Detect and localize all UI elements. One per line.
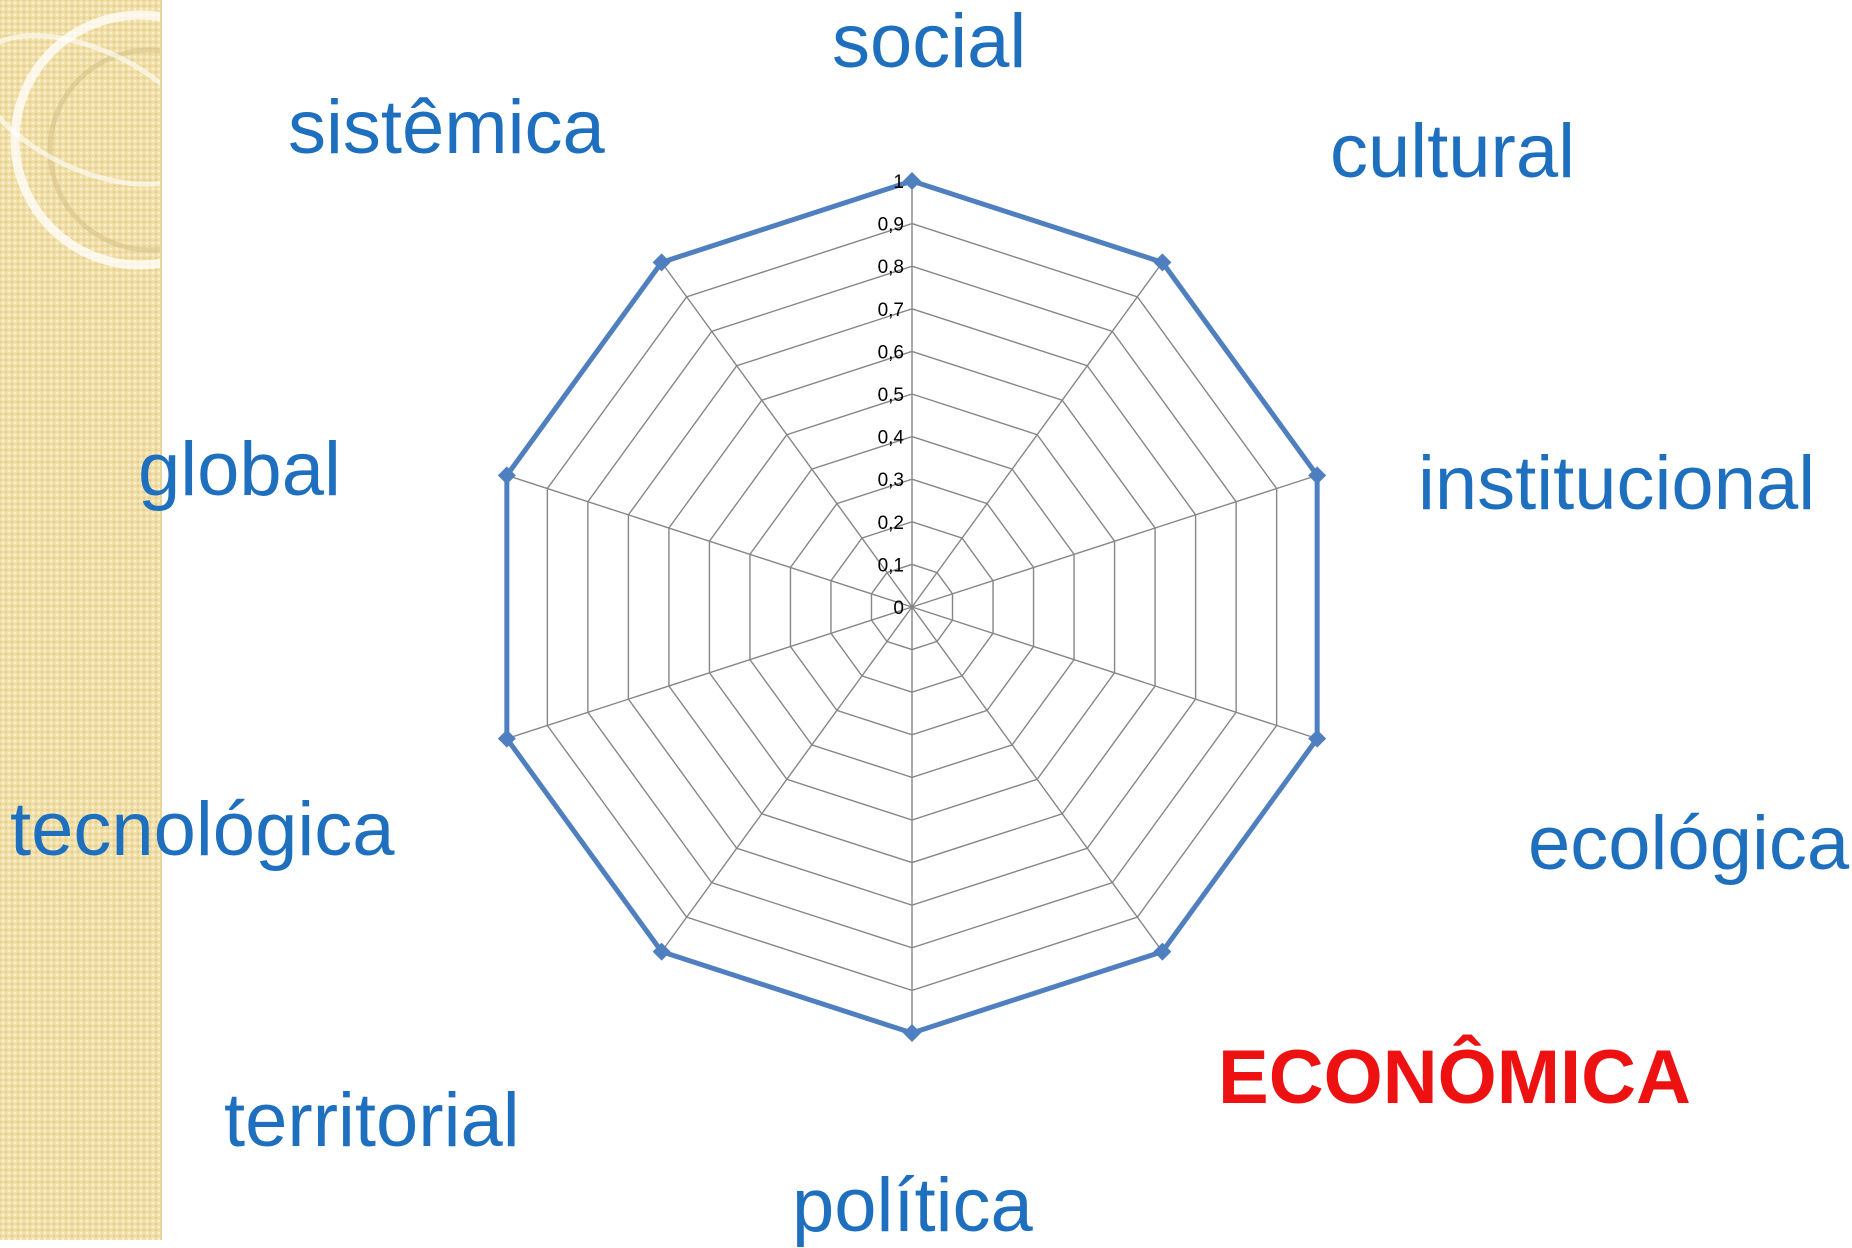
radar-grid — [506, 180, 1318, 1034]
tick-label: 0,5 — [878, 385, 904, 406]
grid-spoke — [506, 606, 913, 740]
axis-label-social: social — [832, 0, 1027, 84]
tick-label: 0,9 — [878, 215, 904, 236]
grid-spoke — [911, 606, 1318, 740]
series-point — [497, 466, 516, 485]
series-point — [652, 253, 671, 272]
series-point — [1308, 729, 1327, 748]
axis-label-cultural: cultural — [1330, 109, 1575, 194]
tick-label: 0,6 — [878, 342, 904, 363]
series-point — [903, 172, 921, 190]
tick-label: 0,7 — [878, 300, 904, 321]
tick-label: 0,4 — [878, 428, 905, 449]
radar-series — [497, 172, 1327, 1042]
axis-label-tecnologica: tecnológica — [10, 787, 395, 872]
series-point — [497, 729, 516, 748]
grid-spoke — [911, 606, 1163, 953]
tick-label: 0,8 — [878, 257, 904, 278]
series-point — [1153, 942, 1172, 961]
axis-label-politica: política — [792, 1163, 1033, 1248]
grid-spoke — [911, 261, 1163, 608]
grid-spoke — [911, 474, 1318, 608]
tick-label: 0 — [893, 598, 904, 619]
swirl-ornament-icon — [0, 10, 160, 270]
series-point — [1308, 466, 1327, 485]
tick-label: 1 — [893, 172, 904, 193]
decorative-sidebar — [0, 0, 162, 1240]
radial-tick-labels: 0 0,1 0,2 0,3 0,4 0,5 0,6 0,7 0,8 0,9 1 — [878, 172, 905, 619]
grid-spoke — [661, 606, 913, 953]
axis-label-economica: ECONÔMICA — [1218, 1035, 1691, 1120]
axis-label-institucional: institucional — [1418, 441, 1816, 526]
tick-label: 0,2 — [878, 513, 904, 534]
axis-label-global: global — [138, 427, 341, 512]
axis-label-ecologica: ecológica — [1528, 801, 1850, 886]
grid-spoke — [661, 261, 913, 608]
grid-spoke — [506, 474, 913, 608]
series-point — [903, 1024, 921, 1042]
tick-label: 0,3 — [878, 470, 904, 491]
tick-label: 0,1 — [878, 555, 904, 576]
series-point — [652, 942, 671, 961]
axis-label-sistemica: sistêmica — [288, 85, 605, 170]
axis-label-territorial: territorial — [224, 1078, 520, 1163]
series-point — [1153, 253, 1172, 272]
